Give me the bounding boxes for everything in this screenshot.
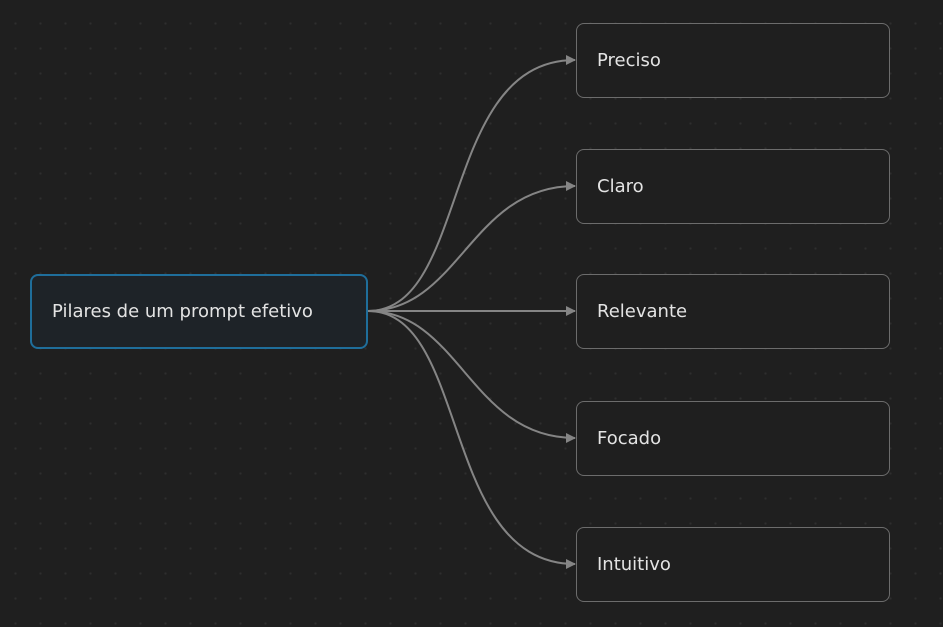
edge-focado <box>367 310 576 443</box>
root-node-label: Pilares de um prompt efetivo <box>52 301 313 322</box>
root-node[interactable]: Pilares de um prompt efetivo <box>30 274 368 349</box>
child-node-label: Focado <box>597 428 662 449</box>
child-node-preciso[interactable]: Preciso <box>576 23 890 98</box>
edge-claro <box>367 181 576 312</box>
child-node-relevante[interactable]: Relevante <box>576 274 890 349</box>
child-node-label: Claro <box>597 176 644 197</box>
child-node-focado[interactable]: Focado <box>576 401 890 476</box>
child-node-claro[interactable]: Claro <box>576 149 890 224</box>
child-node-label: Preciso <box>597 50 661 71</box>
edge-intuitivo <box>367 310 576 569</box>
child-node-label: Relevante <box>597 301 688 322</box>
edge-preciso <box>367 55 576 312</box>
child-node-intuitivo[interactable]: Intuitivo <box>576 527 890 602</box>
child-node-label: Intuitivo <box>597 554 671 575</box>
